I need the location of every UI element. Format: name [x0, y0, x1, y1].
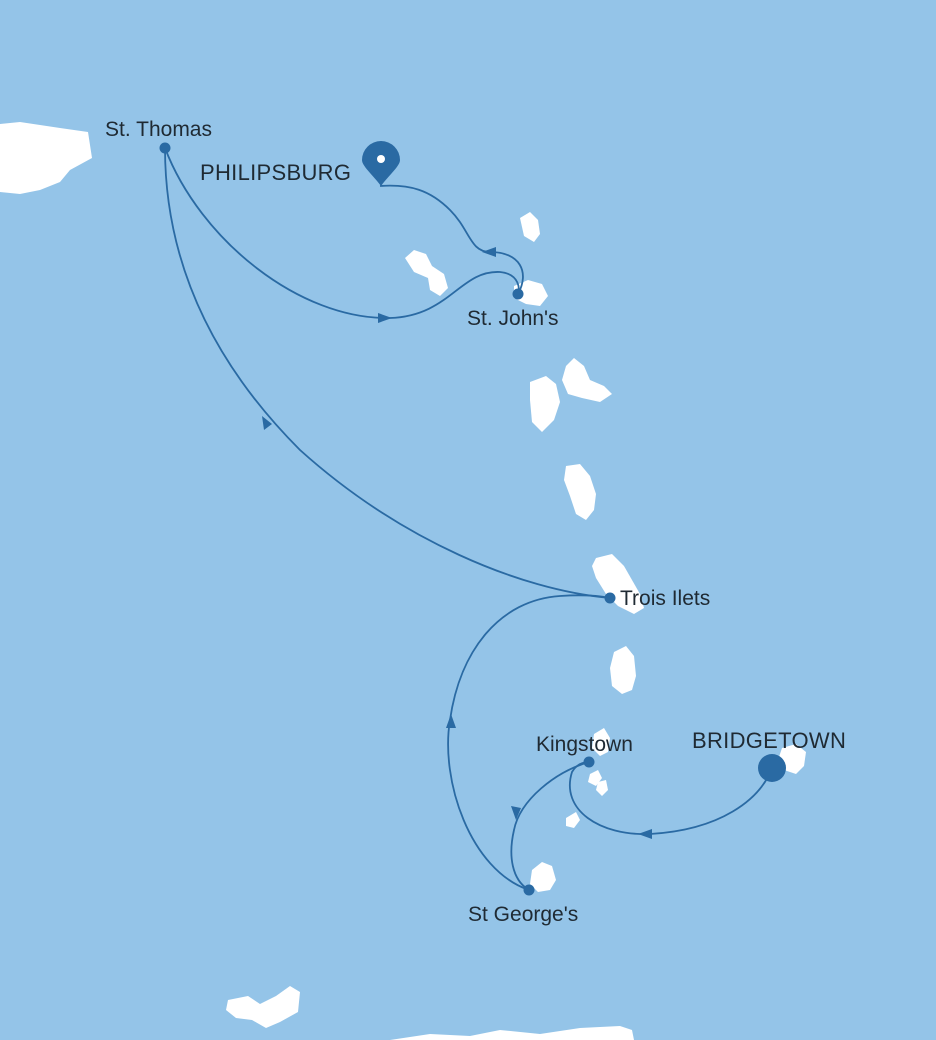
map-pin-icon[interactable] [362, 141, 400, 186]
island-guadeloupe-east [562, 358, 612, 402]
port-label-bridgetown: BRIDGETOWN [692, 728, 846, 753]
port-label-trois-ilets: Trois Ilets [620, 587, 710, 610]
island-grenada [530, 862, 556, 892]
island-virgin-east [405, 250, 448, 296]
arrowhead-icon [262, 416, 272, 430]
island-st-vincent [592, 728, 610, 756]
island-martinique [592, 554, 644, 614]
dot-icon[interactable] [512, 288, 524, 300]
dot-icon[interactable] [523, 884, 535, 896]
port-label-kingstown: Kingstown [536, 733, 633, 756]
cruise-route [164, 147, 773, 891]
dot-icon[interactable] [604, 592, 616, 604]
leg-st-georges-trois-ilets [447, 594, 611, 891]
arrowhead-icon [638, 829, 652, 839]
port-label-st-thomas: St. Thomas [105, 118, 212, 141]
arrowhead-icon [482, 247, 496, 257]
port-label-philipsburg: PHILIPSBURG [200, 160, 351, 185]
arrowhead-icon [511, 806, 521, 820]
island-grenadines-2 [596, 780, 608, 796]
island-antigua [514, 280, 548, 306]
arrowhead-icon [446, 714, 456, 728]
port-label-st-georges: St George's [468, 903, 578, 926]
port-labels: St. Thomas PHILIPSBURG St. John's Trois … [105, 118, 846, 926]
island-st-lucia [610, 646, 636, 694]
leg-st-thomas-st-johns [164, 147, 520, 319]
island-dominica [564, 464, 596, 520]
island-south-2 [390, 1026, 634, 1040]
islands [0, 122, 806, 1040]
leg-kingstown-st-georges [510, 761, 590, 891]
port-label-st-johns: St. John's [467, 307, 559, 330]
leg-trois-ilets-st-thomas [164, 147, 611, 599]
island-south-1 [226, 986, 300, 1028]
leg-st-johns-philipsburg [379, 184, 524, 295]
port-markers [159, 141, 786, 896]
dot-icon[interactable] [159, 142, 171, 154]
island-barbuda [520, 212, 540, 242]
island-grenadines-3 [566, 812, 580, 828]
dot-icon[interactable] [583, 756, 595, 768]
island-west [0, 122, 92, 194]
circle-icon[interactable] [758, 754, 786, 782]
island-guadeloupe-west [530, 376, 560, 432]
arrowhead-icon [378, 313, 392, 323]
